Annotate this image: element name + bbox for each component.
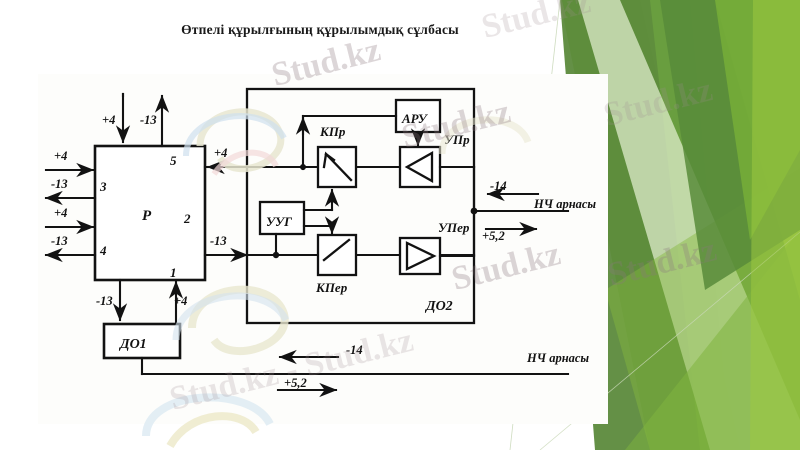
channel-label: НЧ арнасы	[533, 197, 596, 211]
watermark-text: Stud.kz	[604, 231, 721, 294]
watermark-text: Stud.kz	[600, 71, 717, 134]
port-number-5: 5	[170, 153, 177, 168]
block-label-uper: УПер	[438, 220, 470, 235]
signal-label: -13	[51, 177, 68, 191]
block-label-kpr: КПр	[319, 124, 346, 139]
block-label-upr: УПр	[444, 132, 470, 147]
signal-label: +4	[214, 146, 227, 160]
signal-label: -13	[51, 234, 68, 248]
signal-label: +5,2	[284, 376, 307, 390]
port-number-1: 1	[170, 265, 177, 280]
signal-label: +4	[54, 206, 67, 220]
block-label-main: Р	[142, 208, 152, 224]
signal-label: +5,2	[482, 229, 505, 243]
signal-label: -13	[210, 234, 227, 248]
signal-label: -14	[346, 343, 363, 357]
port-number-3: 3	[99, 179, 107, 194]
block-diagram-figure: Р ДО1 ДО2 АРУ КПр УПр УУГ КПер УПер 5 3 …	[38, 74, 608, 424]
signal-label: +4	[102, 113, 115, 127]
port-number-2: 2	[183, 211, 191, 226]
port-number-4: 4	[99, 243, 107, 258]
signal-label: +4	[174, 294, 187, 308]
block-label-do1: ДО1	[118, 337, 147, 352]
signal-label: -14	[490, 179, 507, 193]
block-label-uug: УУГ	[266, 214, 292, 229]
block-label-do2: ДО2	[424, 299, 453, 314]
signal-label: +4	[54, 149, 67, 163]
block-label-aru: АРУ	[401, 111, 429, 126]
signal-label: -13	[140, 113, 157, 127]
block-label-kper: КПер	[315, 280, 348, 295]
signal-label: -13	[96, 294, 113, 308]
channel-label: НЧ арнасы	[526, 351, 589, 365]
block-diagram-svg: Р ДО1 ДО2 АРУ КПр УПр УУГ КПер УПер 5 3 …	[44, 87, 596, 398]
page-title: Өтпелі құрылғының құрылымдық сұлбасы	[181, 22, 459, 37]
